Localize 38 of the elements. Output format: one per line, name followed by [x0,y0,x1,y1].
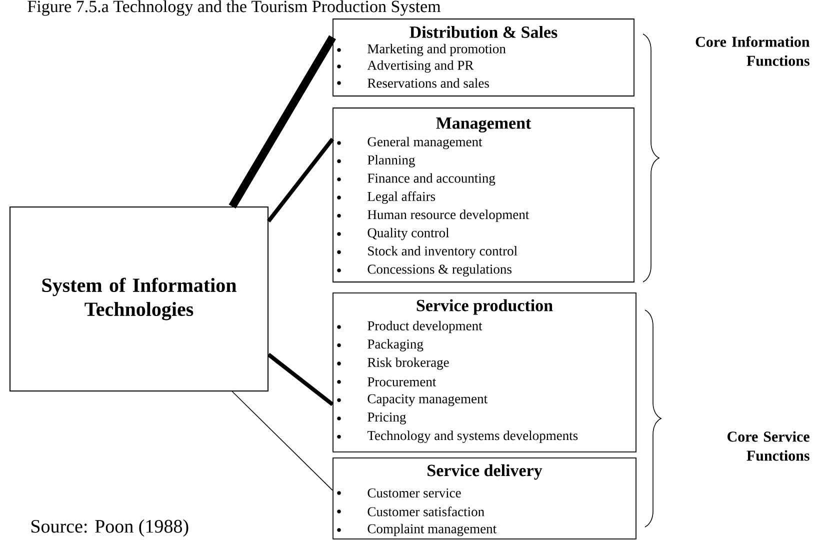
bullet-item: Stock and inventory control [337,246,518,258]
bullet-item: Marketing and promotion [337,44,506,56]
list-box [332,458,636,540]
bullet-item: Customer satisfaction [337,506,484,516]
box-heading: Management [436,118,532,132]
bullet-item: Procurement [337,377,436,386]
bullet-item: Advertising and PR [337,60,474,73]
connector-line [266,138,334,223]
group-label: Core Service Functions [728,431,810,461]
box-heading: Distribution & Sales [410,26,558,38]
bullet-item: General management [337,136,482,150]
bullet-item: Packaging [337,339,424,352]
bullet-item: Capacity management [337,394,488,406]
bullet-item: Technology and systems developments [337,430,578,443]
bullet-item: Concessions & regulations [337,264,512,277]
bullet-item: Complaint management [337,524,496,536]
bullet-item: Legal affairs [337,191,436,204]
bullet-item: Human resource development [337,210,530,222]
box-heading: Service delivery [428,464,542,480]
system-box: System of Information Technologies [10,206,268,392]
bullet-item: Finance and accounting [337,173,496,186]
list-box [332,18,634,96]
bullet-item: Product development [337,320,482,334]
list-box [332,108,634,282]
bullet-item: Quality control [337,228,450,240]
bullet-item: Customer service [337,488,461,498]
connector-line [267,352,334,406]
group-label: Core Information Functions [696,36,810,66]
list-box [332,292,636,452]
figure-title: Figure 7.5.a Technology and the Tourism Production System [28,0,441,16]
source-note: Source: Poon (1988) [31,519,188,537]
bullet-item: Reservations and sales [337,78,489,88]
bullet-item: Planning [337,155,415,168]
box-heading: Service production [416,299,553,315]
bullet-item: Risk brokerage [337,357,449,370]
connector-line [232,391,333,491]
bullet-item: Pricing [337,412,406,424]
connector-line [228,35,336,209]
